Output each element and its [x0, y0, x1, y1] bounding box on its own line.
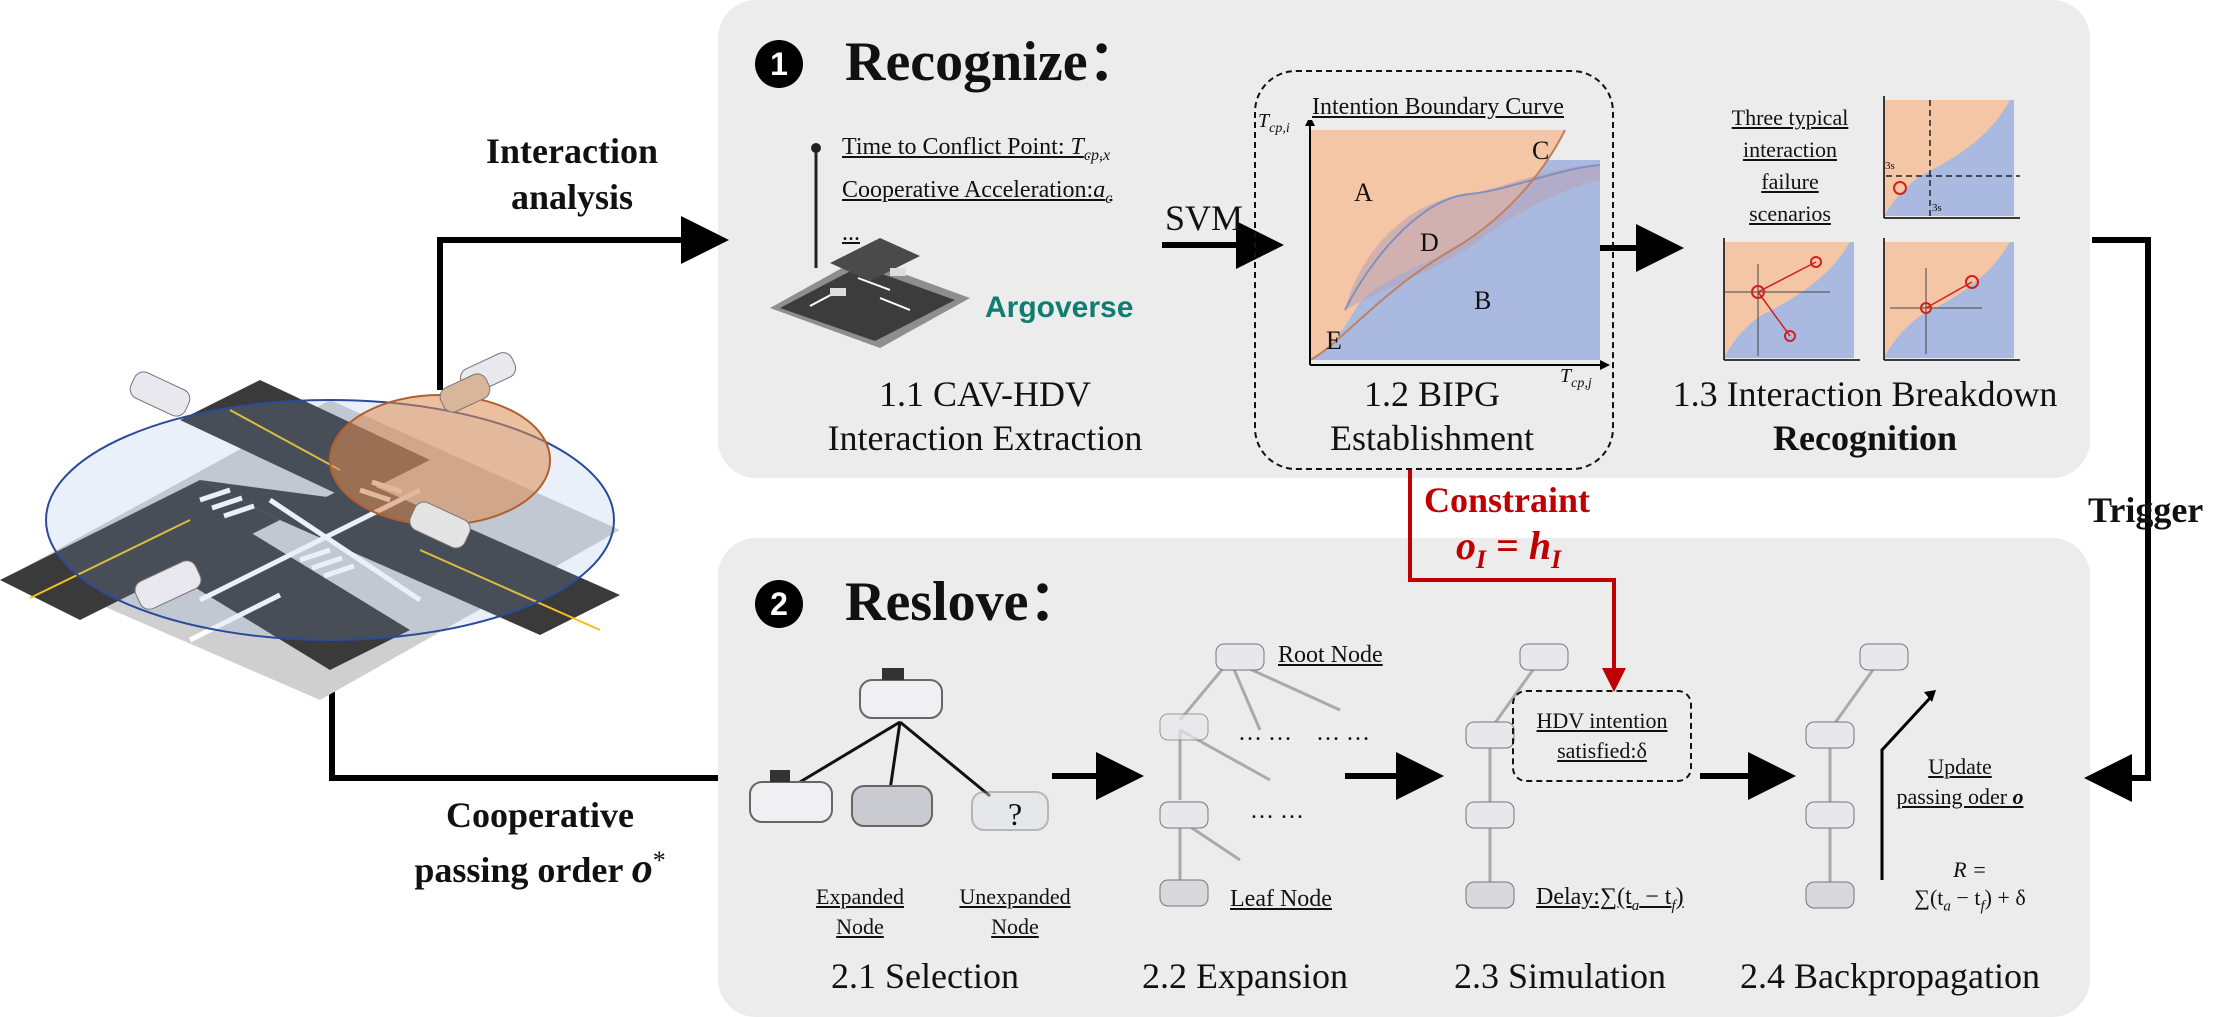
trigger-label: Trigger: [2088, 490, 2204, 530]
region-c-label: C: [1532, 136, 1550, 165]
failure-chart-1: [1883, 96, 2020, 219]
conflict-zone: [329, 394, 551, 526]
root-node-label: Root Node: [1278, 642, 1383, 668]
reward-formula: R = ∑(ta − tf) + δ: [1914, 857, 2026, 915]
unexpanded-question-mark: ?: [1008, 796, 1023, 832]
intention-boundary-title: Intention Boundary Curve: [1312, 94, 1564, 120]
recognize-number-badge: 1: [755, 40, 803, 88]
unexpanded-node-label: Unexpanded Node: [959, 884, 1071, 939]
step-1-1-caption: 1.1 CAV-HDV Interaction Extraction: [827, 374, 1143, 458]
resolve-title: Reslove：: [845, 571, 1085, 633]
step-1-2-caption: 1.2 BIPG Establishment: [1330, 374, 1534, 458]
bipg-x-axis-label: Tcp,j: [1560, 365, 1592, 391]
failure-chart-3: [1883, 238, 2020, 361]
car-icons: [129, 352, 517, 610]
region-e-label: E: [1326, 326, 1342, 355]
update-order-label: Update passing oder o: [1896, 754, 2024, 809]
failure-scenarios-label: Three typical interaction failure scenar…: [1731, 105, 1849, 226]
step-2-1-caption: 2.1 Selection: [831, 956, 1019, 996]
constraint-label: Constraint: [1424, 480, 1591, 520]
car-unexpanded: [971, 791, 1049, 831]
trigger-arrow: [2084, 237, 2151, 802]
expansion-dots-3: … …: [1250, 798, 1304, 824]
car-expanded-2: [851, 785, 933, 827]
step-2-4-caption: 2.4 Backpropagation: [1740, 956, 2040, 996]
recognize-title: Recognize：: [845, 31, 1144, 93]
delay-formula: Delay:∑(ta − tf): [1536, 884, 1684, 914]
resolve-number-badge: 2: [755, 580, 803, 628]
bipg-dashed-box: [1254, 70, 1614, 470]
backprop-tree: [1805, 643, 1936, 909]
intersection-illustration: [0, 352, 620, 700]
expansion-dots-2: … …: [1316, 720, 1370, 746]
step-2-3-caption: 2.3 Simulation: [1453, 956, 1666, 996]
svm-label: SVM: [1165, 198, 1244, 238]
region-b-label: B: [1474, 286, 1492, 315]
region-d-label: D: [1420, 228, 1439, 257]
hdv-intention-box: HDV intention satisfied:δ: [1512, 690, 1692, 782]
interaction-analysis-arrow: [437, 216, 729, 390]
car-root: [859, 668, 943, 719]
bipg-y-axis-label: Tcp,i: [1258, 110, 1290, 136]
boundary-lower: [1309, 129, 1566, 361]
interaction-analysis-label: Interaction analysis: [486, 131, 658, 217]
argoverse-label: Argoverse: [985, 291, 1134, 324]
feature-list: Time to Conflict Point: Tcp,x Cooperativ…: [842, 134, 1113, 246]
simulation-tree: [1465, 643, 1569, 909]
selection-tree: [749, 668, 1049, 831]
leaf-node-label: Leaf Node: [1230, 886, 1332, 912]
step-1-3-caption: 1.3 Interaction Breakdown Recognition: [1672, 374, 2058, 458]
region-a-label: A: [1354, 178, 1373, 207]
expansion-tree: [1159, 643, 1341, 907]
road-ew: [0, 480, 280, 620]
cooperative-order-label: Cooperative passing order o*: [414, 795, 666, 892]
failure-chart-2: [1723, 238, 1860, 361]
bipg-chart: [1305, 120, 1610, 370]
constraint-arrow: [1408, 468, 1626, 692]
car-expanded-1: [749, 770, 833, 823]
argoverse-map: [770, 143, 970, 348]
boundary-upper: [1344, 164, 1601, 311]
threshold-label-x: 3s: [1932, 202, 1942, 214]
threshold-label-y: 3s: [1885, 160, 1895, 172]
step-2-2-caption: 2.2 Expansion: [1142, 956, 1348, 996]
expansion-dots-1: … …: [1238, 720, 1292, 746]
failure-charts: [1723, 96, 2020, 361]
expanded-node-label: Expanded Node: [816, 884, 904, 939]
constraint-equation: oI = hI: [1456, 523, 1562, 574]
